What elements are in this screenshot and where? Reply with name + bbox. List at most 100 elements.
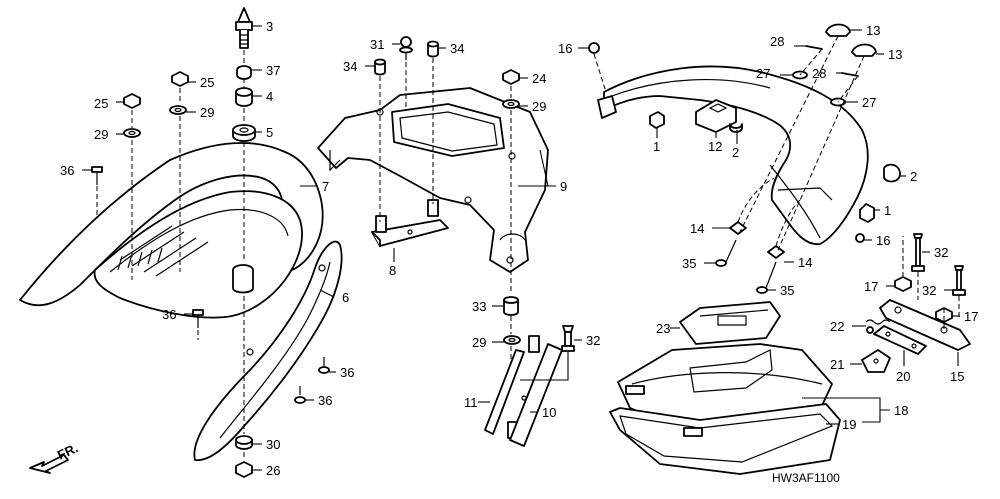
stud-part-3 [235,7,253,49]
diagram-reference-code: HW3AF1100 [772,471,840,485]
callout-29-upper: 29 [200,105,214,120]
grommet-part-2a [729,123,743,133]
grommet-part-14a [729,221,747,235]
callout-9: 9 [560,179,567,194]
grommet-part-14b [767,245,785,259]
bracket-part-20 [873,325,927,355]
callout-36-right: 36 [340,365,354,380]
callout-2-left: 2 [732,145,739,160]
callout-26: 26 [266,463,280,478]
latch-part-21 [861,349,891,373]
bolt-part-36a [91,166,103,185]
callout-3: 3 [266,19,273,34]
stay-part-10 [509,335,563,447]
callout-37: 37 [266,63,280,78]
callout-29-bottom: 29 [472,335,486,350]
callout-36-bottom: 36 [318,393,332,408]
callout-1-right: 1 [884,203,891,218]
callout-14-right: 14 [798,255,812,270]
washer-part-29b [123,128,141,138]
washer-part-29a [169,105,187,115]
cap-part-13a [825,23,851,37]
callout-13-upper: 13 [866,23,880,38]
callout-34-right: 34 [450,41,464,56]
bolt-part-31 [399,36,413,60]
callout-7: 7 [322,179,329,194]
nut-part-25a [171,71,189,87]
clip-part-1b [859,203,875,223]
washer-part-29c [502,99,520,109]
callout-labels: 3 37 4 5 7 6 25 25 29 29 36 36 36 36 30 … [60,19,978,478]
spring-part-22 [865,319,891,334]
callout-14-left: 14 [690,221,704,236]
callout-21: 21 [830,357,844,372]
leader-lines [82,25,960,471]
callout-4: 4 [266,89,273,104]
callout-6: 6 [342,290,349,305]
front-direction-indicator: FR. [29,440,80,474]
washer-part-29d [503,335,521,345]
clip-part-16a [588,42,600,54]
clip-part-1a [649,111,665,129]
callout-16-top: 16 [558,41,572,56]
callout-15: 15 [950,369,964,384]
callout-8: 8 [389,263,396,278]
callout-29-lower: 29 [94,127,108,142]
callout-27-lower: 27 [862,95,876,110]
callout-1-left: 1 [653,139,660,154]
tray-cover-part-23 [679,301,781,345]
callout-31: 31 [370,37,384,52]
callout-30: 30 [266,437,280,452]
side-rail-part-6 [193,240,343,461]
plate-part-8 [371,199,449,247]
bracket-part-12 [695,99,737,133]
callout-17-left: 17 [864,279,878,294]
washer-part-37 [236,65,252,80]
callout-20: 20 [896,369,910,384]
rivet-part-32c [952,265,966,296]
rubber-part-5 [232,124,256,142]
callout-16-right: 16 [876,233,890,248]
callout-36-left: 36 [60,163,74,178]
rear-cover-part-1 [597,65,869,245]
nut-part-26 [235,461,253,478]
callout-25-upper: 25 [200,75,214,90]
collar-part-33 [503,296,519,316]
collar-part-34b [427,40,439,58]
callout-34-left: 34 [343,59,357,74]
callout-2-right: 2 [910,169,917,184]
callout-28-upper: 28 [770,34,784,49]
callout-12: 12 [708,139,722,154]
callout-29-center: 29 [532,99,546,114]
cap-part-13b [851,43,877,57]
callout-36-middle: 36 [162,307,176,322]
callout-24: 24 [532,71,546,86]
screw-part-36d [294,386,306,404]
callout-18: 18 [894,403,908,418]
callout-32-lower-right: 32 [922,283,936,298]
clip-part-28a [805,45,823,50]
callout-5: 5 [266,125,273,140]
callout-22: 22 [830,319,844,334]
nut-part-17a [894,276,912,292]
collar-part-34a [374,58,386,76]
callout-32-upper-right: 32 [934,245,948,260]
screw-part-36c [318,357,330,374]
callout-35-right: 35 [780,283,794,298]
rivet-part-32a [561,325,575,352]
callout-28-lower: 28 [812,66,826,81]
bracket-part-15 [879,299,971,351]
collar-part-4 [235,87,253,107]
clip-part-28b [841,72,859,77]
nut-part-24 [502,69,520,85]
callout-11: 11 [464,395,478,410]
callout-35-left: 35 [682,256,696,271]
callout-32-center: 32 [586,333,600,348]
callout-10: 10 [542,405,556,420]
nut-part-25b [123,93,141,109]
front-arrow-icon [29,454,69,474]
washer-part-30 [235,435,253,450]
callout-19: 19 [842,417,856,432]
